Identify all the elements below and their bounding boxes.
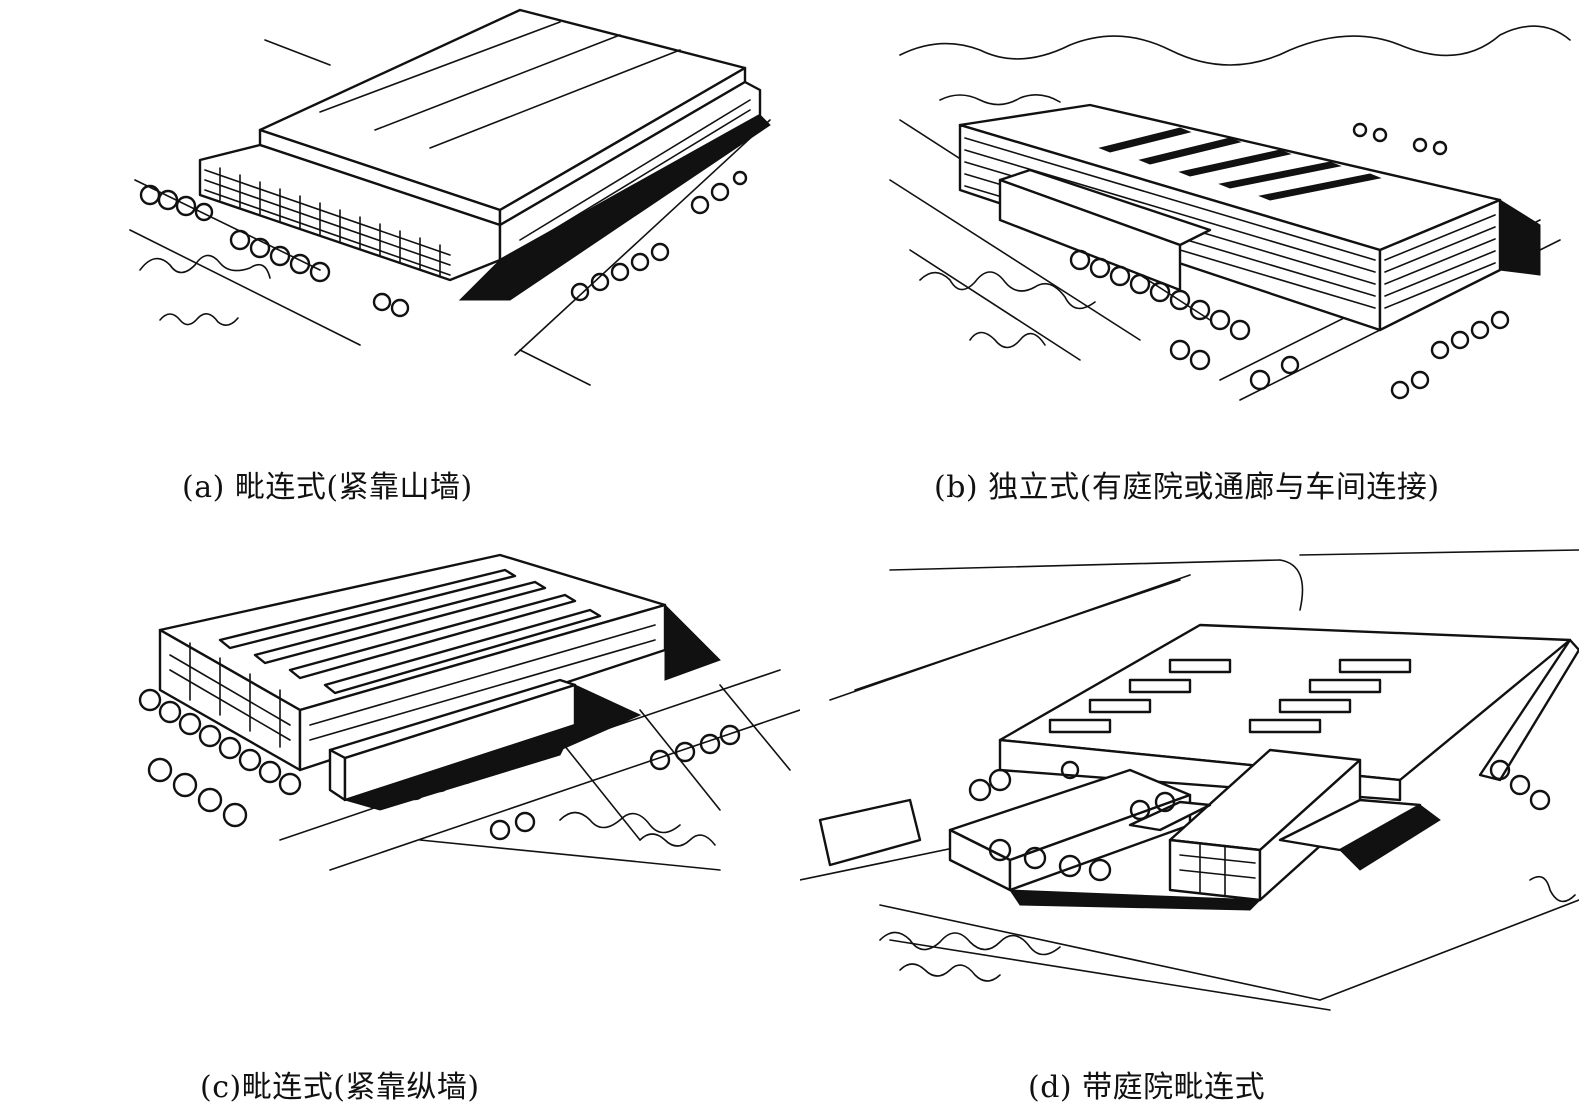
caption-b: (b) 独立式(有庭院或通廊与车间连接) [934,470,1440,505]
figure-d-illustration [800,540,1579,1020]
figure-b-illustration [880,20,1579,440]
caption-c: (c)毗连式(紧靠纵墙) [200,1070,480,1105]
caption-a: (a) 毗连式(紧靠山墙) [182,470,473,505]
figure-a-illustration [120,0,800,420]
caption-d: (d) 带庭院毗连式 [1028,1070,1266,1105]
figure-c-illustration [120,540,800,900]
